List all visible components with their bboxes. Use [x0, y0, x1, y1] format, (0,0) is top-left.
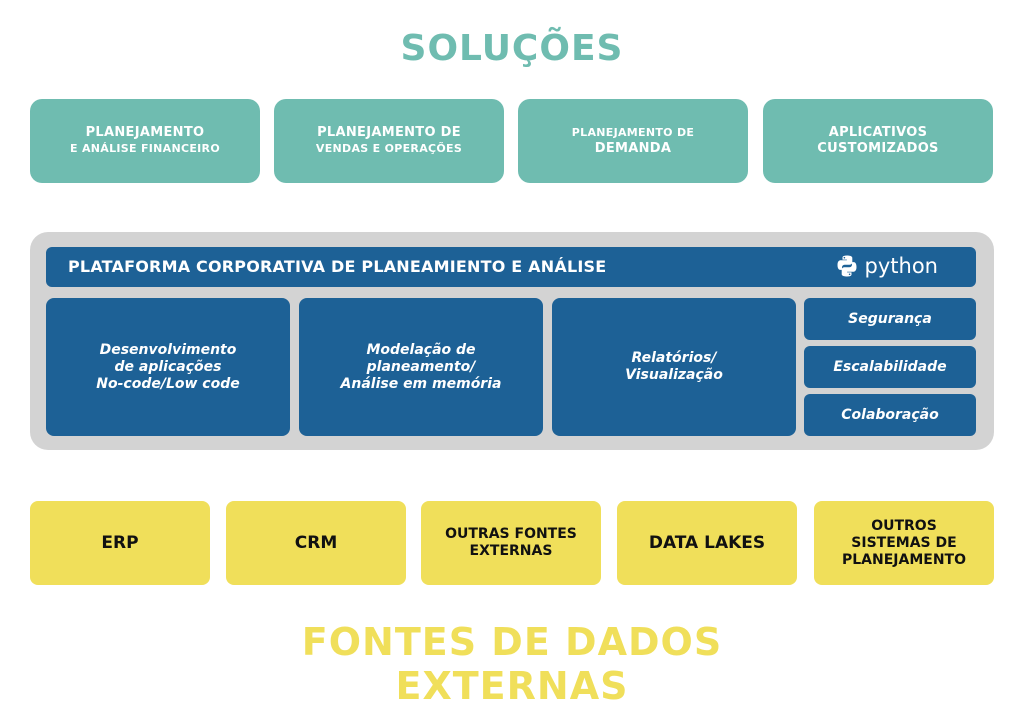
- source-card-data-lakes: DATA LAKES: [617, 501, 797, 585]
- solution-card-sales-operations: PLANEJAMENTO DE VENDAS E OPERAÇÕES: [274, 99, 504, 183]
- solution-line: CUSTOMIZADOS: [817, 141, 939, 156]
- source-line: OUTROS: [871, 517, 937, 534]
- source-line: SISTEMAS DE: [851, 534, 957, 551]
- module-reporting-visualization: Relatórios/ Visualização: [552, 298, 796, 436]
- module-line: Análise em memória: [340, 375, 502, 392]
- source-line: DATA LAKES: [648, 533, 766, 553]
- solution-card-demand-planning: PLANEJAMENTO DE DEMANDA: [518, 99, 748, 183]
- solution-line: PLANEJAMENTO: [85, 125, 205, 140]
- module-line: Modelação de: [366, 341, 476, 358]
- python-wordmark: python: [864, 254, 938, 278]
- module-planning-modeling: Modelação de planeamento/ Análise em mem…: [299, 298, 543, 436]
- platform-title: PLATAFORMA CORPORATIVA DE PLANEAMIENTO E…: [68, 257, 607, 276]
- source-line: CRM: [294, 533, 338, 553]
- module-line: No-code/Low code: [96, 375, 240, 392]
- module-line: Relatórios/: [631, 350, 717, 366]
- solution-line: VENDAS E OPERAÇÕES: [315, 142, 463, 155]
- source-line: PLANEJAMENTO: [841, 551, 966, 568]
- solution-line: APLICATIVOS: [828, 125, 928, 140]
- solution-card-financial-planning: PLANEJAMENTO E ANÁLISE FINANCEIRO: [30, 99, 260, 183]
- source-card-erp: ERP: [30, 501, 210, 585]
- solution-line: E ANÁLISE FINANCEIRO: [70, 142, 220, 155]
- side-item-security: Segurança: [804, 298, 976, 340]
- source-line: ERP: [101, 533, 139, 553]
- python-logo: python: [835, 254, 938, 278]
- module-line: Visualização: [625, 367, 723, 383]
- solutions-title: SOLUÇÕES: [400, 28, 624, 69]
- source-card-other-planning-systems: OUTROS SISTEMAS DE PLANEJAMENTO: [814, 501, 994, 585]
- source-line: OUTRAS FONTES: [445, 526, 577, 542]
- external-sources-title-line: EXTERNAS: [395, 664, 629, 708]
- source-line: EXTERNAS: [469, 543, 553, 559]
- module-line: de aplicações: [114, 358, 222, 375]
- module-line: Desenvolvimento: [99, 341, 237, 358]
- module-line: planeamento/: [366, 358, 476, 375]
- side-item-collaboration: Colaboração: [804, 394, 976, 436]
- external-sources-title: FONTES DE DADOS EXTERNAS: [0, 620, 1024, 708]
- solution-line: PLANEJAMENTO DE: [571, 126, 695, 139]
- side-item-scalability: Escalabilidade: [804, 346, 976, 388]
- source-card-crm: CRM: [226, 501, 406, 585]
- platform-header: PLATAFORMA CORPORATIVA DE PLANEAMIENTO E…: [46, 247, 976, 287]
- external-sources-title-line: FONTES DE DADOS: [301, 620, 723, 664]
- module-app-development: Desenvolvimento de aplicações No-code/Lo…: [46, 298, 290, 436]
- solution-line: DEMANDA: [594, 141, 672, 156]
- source-card-other-external: OUTRAS FONTES EXTERNAS: [421, 501, 601, 585]
- solution-card-custom-apps: APLICATIVOS CUSTOMIZADOS: [763, 99, 993, 183]
- solution-line: PLANEJAMENTO DE: [317, 125, 461, 140]
- python-icon: [837, 255, 857, 277]
